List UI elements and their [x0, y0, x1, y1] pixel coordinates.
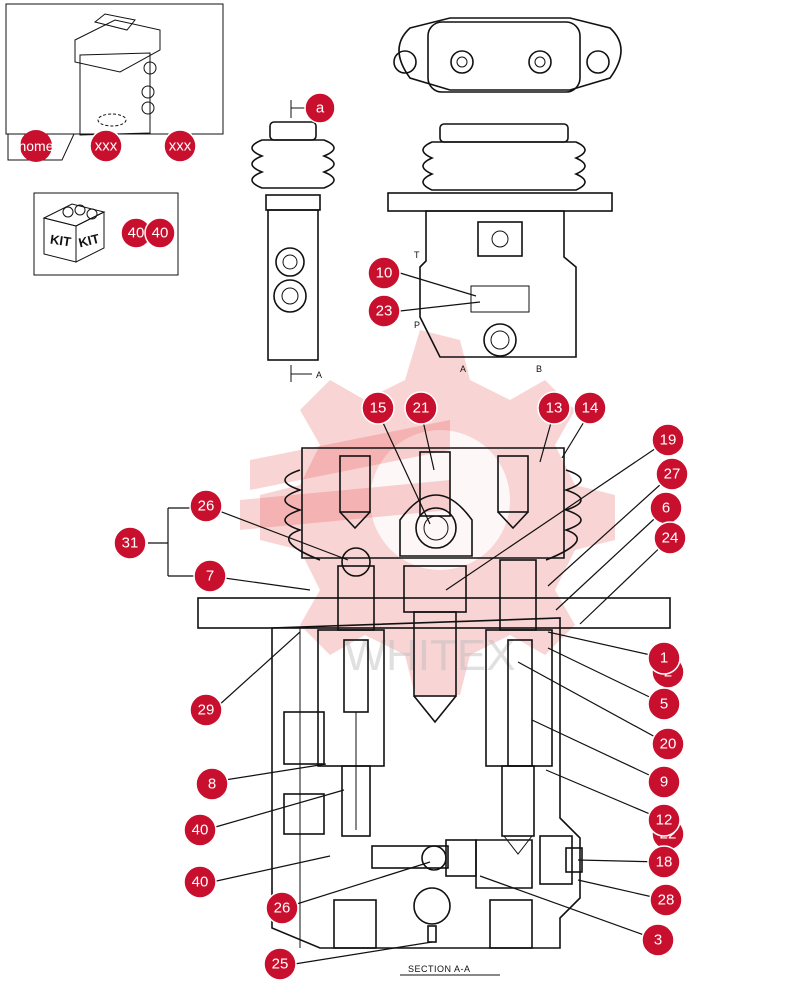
callout-6[interactable]: 6 [649, 491, 683, 525]
svg-text:1: 1 [660, 650, 668, 667]
svg-text:9: 9 [660, 774, 668, 791]
home-tab[interactable]: home [7, 130, 75, 162]
svg-text:20: 20 [660, 736, 677, 753]
prev-link[interactable]: xxx [89, 129, 123, 163]
svg-text:25: 25 [272, 956, 289, 973]
svg-text:5: 5 [660, 696, 668, 713]
svg-text:3: 3 [654, 932, 662, 949]
callout-24[interactable]: 24 [653, 521, 687, 555]
next-link[interactable]: xxx [163, 129, 197, 163]
callout-23[interactable]: 23 [367, 294, 401, 328]
svg-text:8: 8 [208, 776, 216, 793]
callout-5[interactable]: 5 [647, 687, 681, 721]
kit-label-1: KIT [49, 232, 72, 250]
callout-25[interactable]: 25 [263, 947, 297, 981]
front-view: T P A B [387, 17, 622, 374]
prev-link-label: xxx [95, 138, 118, 155]
svg-text:27: 27 [664, 466, 681, 483]
callout-18[interactable]: 18 [647, 845, 681, 879]
port-label-p: P [414, 320, 420, 330]
callout-kit-40a[interactable]: 40 [120, 217, 152, 249]
svg-text:29: 29 [198, 702, 215, 719]
callout-31[interactable]: 31 [113, 526, 147, 560]
callout-7[interactable]: 7 [193, 559, 227, 593]
callout-9[interactable]: 9 [647, 765, 681, 799]
svg-text:28: 28 [658, 892, 675, 909]
svg-text:40: 40 [128, 225, 145, 242]
callout-8[interactable]: 8 [195, 767, 229, 801]
svg-text:a: a [316, 100, 325, 117]
svg-text:26: 26 [198, 498, 215, 515]
svg-text:40: 40 [192, 874, 209, 891]
kit-box: KIT KIT [33, 192, 179, 276]
svg-text:24: 24 [662, 530, 679, 547]
port-label-t: T [414, 250, 420, 260]
side-view: A [251, 100, 335, 382]
callout-14[interactable]: 14 [573, 391, 607, 425]
svg-text:21: 21 [413, 400, 430, 417]
watermark-text: WHITEX [344, 631, 515, 680]
svg-text:23: 23 [376, 303, 393, 320]
callout-10[interactable]: 10 [367, 256, 401, 290]
svg-text:12: 12 [656, 812, 673, 829]
callout-12[interactable]: 12 [647, 803, 681, 837]
callout-28[interactable]: 28 [649, 883, 683, 917]
svg-text:15: 15 [370, 400, 387, 417]
callout-20[interactable]: 20 [651, 727, 685, 761]
callout-27[interactable]: 27 [655, 457, 689, 491]
svg-text:14: 14 [582, 400, 599, 417]
port-label-b: B [536, 364, 542, 374]
section-title: SECTION A-A [408, 964, 471, 974]
callout-21[interactable]: 21 [404, 391, 438, 425]
svg-text:40: 40 [192, 822, 209, 839]
svg-text:7: 7 [206, 568, 214, 585]
watermark-logo: WHITEX [240, 330, 615, 695]
svg-text:26: 26 [274, 900, 291, 917]
svg-text:10: 10 [376, 265, 393, 282]
callout-29[interactable]: 29 [189, 693, 223, 727]
callout-kit-40b[interactable]: 40 [144, 217, 176, 249]
callout-section-a[interactable]: a [304, 92, 336, 124]
section-marker-bottom: A [316, 370, 322, 380]
callout-3[interactable]: 3 [641, 923, 675, 957]
callout-19[interactable]: 19 [651, 423, 685, 457]
callout-13[interactable]: 13 [537, 391, 571, 425]
nav-thumbnail [5, 3, 224, 136]
callout-40a[interactable]: 40 [183, 813, 217, 847]
callout-26a[interactable]: 26 [189, 489, 223, 523]
port-label-a: A [460, 364, 466, 374]
callout-26b[interactable]: 26 [265, 891, 299, 925]
callout-15[interactable]: 15 [361, 391, 395, 425]
svg-text:40: 40 [152, 225, 169, 242]
callout-1[interactable]: 1 [647, 641, 681, 675]
kit-label-2: KIT [77, 231, 101, 251]
svg-text:31: 31 [122, 535, 139, 552]
next-link-label: xxx [169, 138, 192, 155]
svg-text:13: 13 [546, 400, 563, 417]
section-view: SECTION A-A [197, 447, 671, 976]
callout-40b[interactable]: 40 [183, 865, 217, 899]
home-tab-label: home [18, 138, 53, 154]
svg-text:19: 19 [660, 432, 677, 449]
svg-text:6: 6 [662, 500, 670, 517]
svg-text:18: 18 [656, 854, 673, 871]
